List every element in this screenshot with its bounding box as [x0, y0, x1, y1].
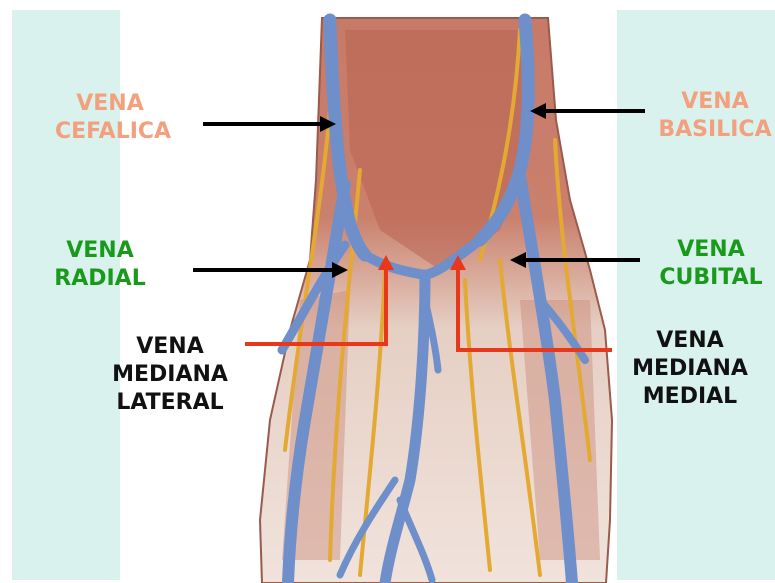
label-line: RADIAL	[45, 265, 155, 293]
label-vena-cubital: VENA CUBITAL	[651, 236, 771, 292]
label-line: VENA	[625, 327, 755, 355]
label-line: VENA	[105, 333, 235, 361]
label-line: MEDIANA	[105, 361, 235, 389]
label-line: CUBITAL	[651, 264, 771, 292]
label-line: VENA	[45, 237, 155, 265]
label-vena-mediana-lateral: VENA MEDIANA LATERAL	[105, 333, 235, 417]
label-vena-radial: VENA RADIAL	[45, 237, 155, 293]
label-line: VENA	[651, 236, 771, 264]
label-line: VENA	[655, 88, 775, 116]
label-line: LATERAL	[105, 389, 235, 417]
label-line: BASILICA	[655, 116, 775, 144]
label-vena-cefalica: VENA CEFALICA	[55, 90, 165, 146]
label-line: MEDIAL	[625, 383, 755, 411]
label-vena-basilica: VENA BASILICA	[655, 88, 775, 144]
label-line: CEFALICA	[55, 118, 165, 146]
label-line: VENA	[55, 90, 165, 118]
label-line: MEDIANA	[625, 355, 755, 383]
label-vena-mediana-medial: VENA MEDIANA MEDIAL	[625, 327, 755, 411]
